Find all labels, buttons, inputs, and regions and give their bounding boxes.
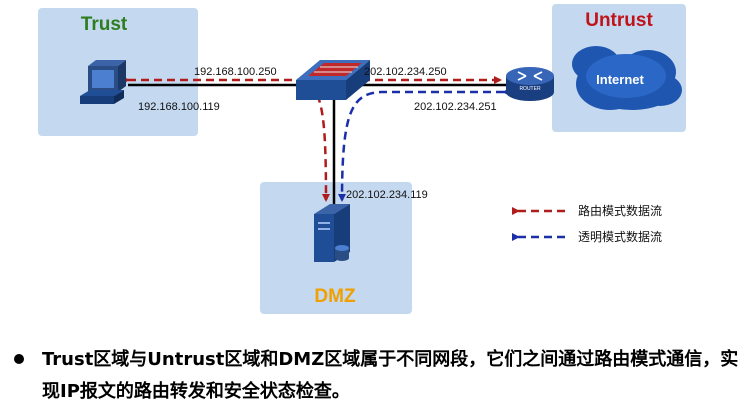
- server-icon: [314, 204, 350, 262]
- transparent-mode-flows: [338, 88, 510, 202]
- ip-router: 202.102.234.251: [414, 101, 497, 113]
- transparent-flow-router-server: [338, 88, 510, 202]
- pc-icon: [80, 60, 126, 104]
- bullet-text: Trust区域与Untrust区域和DMZ区域属于不同网段，它们之间通过路由模式…: [42, 349, 739, 400]
- trust-zone-title: Trust: [81, 14, 128, 35]
- bullet-note: Trust区域与Untrust区域和DMZ区域属于不同网段，它们之间通过路由模式…: [12, 344, 740, 400]
- dmz-zone-title: DMZ: [314, 286, 356, 307]
- router-label: ROUTER: [519, 86, 541, 92]
- firewall-icon: [296, 60, 370, 100]
- internet-label: Internet: [596, 72, 644, 87]
- ip-firewall-untrust: 202.102.234.250: [364, 66, 447, 78]
- bullet-dot-icon: [14, 354, 24, 364]
- ip-pc: 192.168.100.119: [138, 101, 220, 113]
- ip-firewall-trust: 192.168.100.250: [194, 66, 277, 78]
- legend-transparent-label: 透明模式数据流: [578, 229, 662, 244]
- legend: 路由模式数据流 透明模式数据流: [512, 203, 662, 244]
- internet-cloud-icon: [572, 46, 682, 110]
- router-icon: [506, 67, 554, 101]
- ip-server: 202.102.234.119: [346, 189, 428, 201]
- untrust-zone-title: Untrust: [585, 10, 653, 31]
- legend-route-label: 路由模式数据流: [578, 203, 662, 218]
